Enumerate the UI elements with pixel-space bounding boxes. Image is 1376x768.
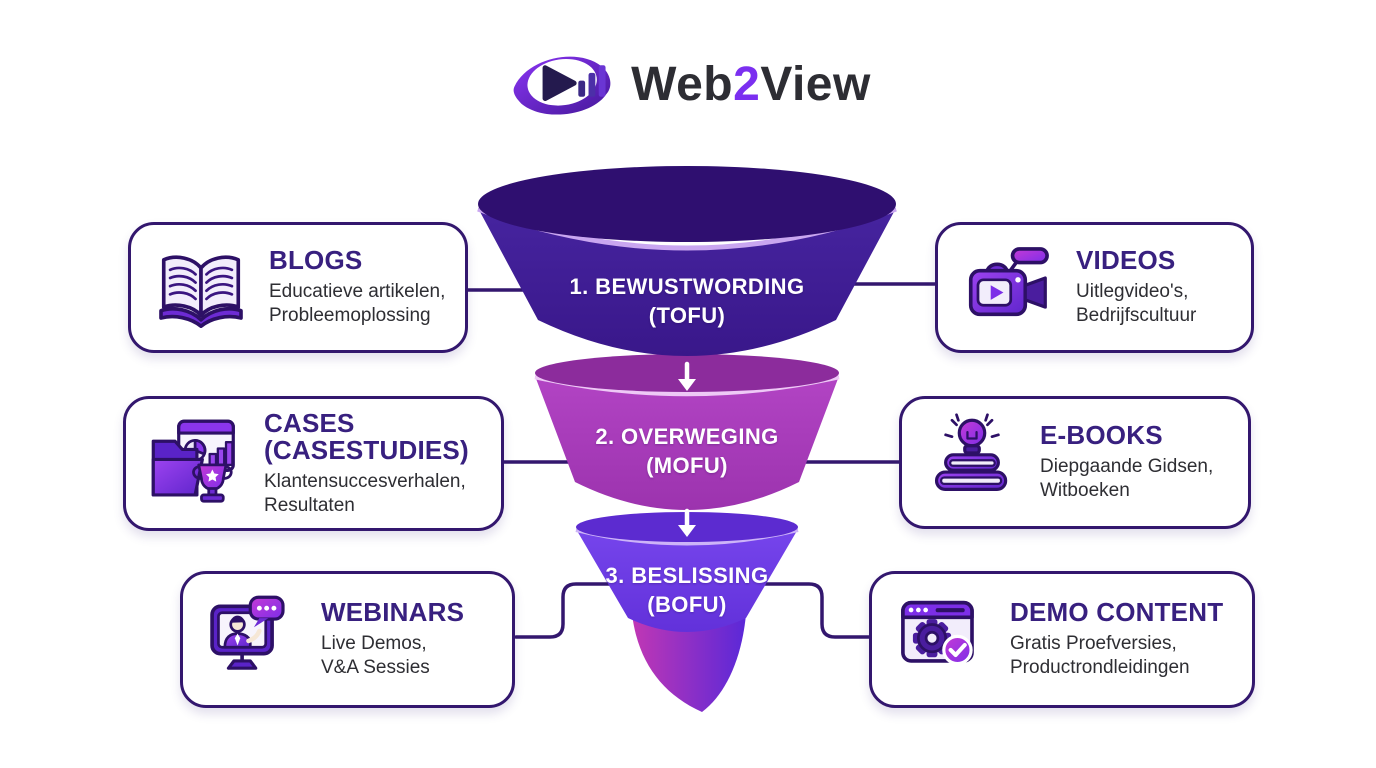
connector-webinars: [514, 582, 632, 639]
logo-part-2: 2: [733, 57, 761, 111]
webinar-monitor-icon: [210, 595, 285, 670]
card-title: WEBINARS: [321, 597, 465, 628]
down-arrow-icon: [678, 508, 696, 537]
card-subtitle: Educatieve artikelen, Probleemoplossing: [269, 280, 446, 326]
funnel-stage-tofu: [477, 166, 897, 356]
books-lightbulb-icon: [934, 412, 1008, 491]
folder-casestudy-trophy-icon: [151, 419, 235, 503]
card-text: CASES (CASESTUDIES) Klantensuccesverhale…: [264, 407, 469, 518]
card-cases: CASES (CASESTUDIES) Klantensuccesverhale…: [123, 396, 504, 531]
stage-arrows: [678, 361, 696, 537]
logo-part-web: Web: [631, 57, 734, 111]
card-icon: [201, 590, 305, 690]
stage-label-bofu: 3. BESLISSING (BOFU): [605, 563, 769, 618]
card-icon: [144, 414, 248, 514]
video-camera-icon: [968, 246, 1049, 316]
stage-label-tofu: 1. BEWUSTWORDING (TOFU): [569, 274, 805, 329]
card-demo-content: DEMO CONTENT Gratis Proefversies, Produc…: [869, 571, 1255, 708]
card-title: BLOGS: [269, 245, 363, 276]
card-videos: VIDEOS Uitlegvideo's, Bedrijfscultuur: [935, 222, 1254, 353]
card-webinars: WEBINARS Live Demos, V&A Sessies: [180, 571, 515, 708]
card-subtitle: Gratis Proefversies, Productrondleidinge…: [1010, 632, 1190, 678]
card-text: E-BOOKS Diepgaande Gidsen, Witboeken: [1040, 422, 1213, 502]
card-text: DEMO CONTENT Gratis Proefversies, Produc…: [1010, 599, 1223, 679]
card-subtitle: Klantensuccesverhalen, Resultaten: [264, 470, 466, 516]
card-text: BLOGS Educatieve artikelen, Probleemoplo…: [269, 247, 445, 327]
card-blogs: BLOGS Educatieve artikelen, Probleemoplo…: [128, 222, 468, 353]
card-title: DEMO CONTENT: [1010, 597, 1224, 628]
connector-demo: [742, 582, 871, 639]
card-text: WEBINARS Live Demos, V&A Sessies: [321, 599, 464, 679]
web2view-eye-play-chart-icon: [513, 56, 611, 115]
logo-part-view: View: [760, 57, 871, 111]
card-subtitle: Live Demos, V&A Sessies: [321, 632, 430, 678]
card-title: E-BOOKS: [1040, 420, 1163, 451]
card-subtitle: Uitlegvideo's, Bedrijfscultuur: [1076, 280, 1197, 326]
card-title: CASES (CASESTUDIES): [264, 407, 469, 466]
open-book-icon: [159, 255, 243, 328]
card-icon: [956, 238, 1060, 338]
card-ebooks: E-BOOKS Diepgaande Gidsen, Witboeken: [899, 396, 1251, 529]
card-subtitle: Diepgaande Gidsen, Witboeken: [1040, 455, 1214, 501]
down-arrow-icon: [678, 361, 696, 391]
browser-gear-check-icon: [901, 600, 974, 665]
card-icon: [890, 590, 994, 690]
card-icon: [149, 238, 253, 338]
card-text: VIDEOS Uitlegvideo's, Bedrijfscultuur: [1076, 247, 1196, 327]
card-title: VIDEOS: [1076, 245, 1176, 276]
card-icon: [920, 412, 1024, 513]
stage-label-mofu: 2. OVERWEGING (MOFU): [595, 424, 779, 479]
funnel-spout: [632, 614, 746, 712]
